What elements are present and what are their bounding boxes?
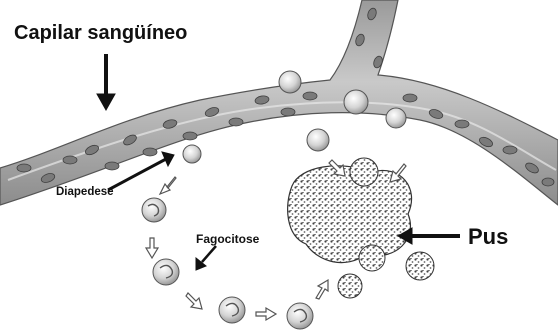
phagocytosis-label: Fagocitose: [196, 232, 259, 246]
diapedesis-label: Diapedese: [56, 186, 114, 198]
capillary-label: Capilar sangüíneo: [14, 22, 187, 45]
pus-label: Pus: [468, 224, 508, 250]
